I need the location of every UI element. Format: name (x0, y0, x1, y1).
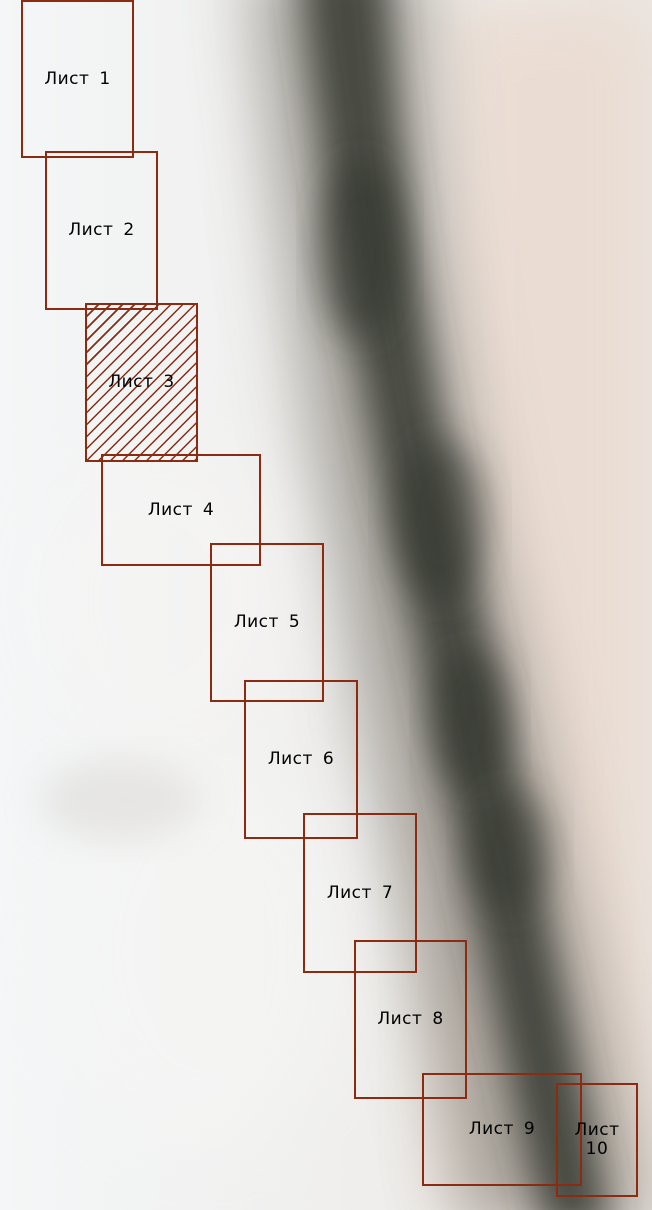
sheet-label: Лист 2 (68, 221, 134, 240)
sheet-1[interactable]: Лист 1 (21, 0, 134, 158)
sheet-2[interactable]: Лист 2 (45, 151, 158, 310)
sheet-5[interactable]: Лист 5 (210, 543, 324, 702)
sheet-label: Лист 6 (268, 750, 334, 769)
sheet-10[interactable]: Лист 10 (556, 1083, 638, 1197)
sheet-label: Лист 1 (44, 70, 110, 89)
sheet-label: Лист 3 (108, 373, 174, 392)
sheet-label: Лист 5 (234, 613, 300, 632)
sheet-label: Лист 8 (377, 1010, 443, 1029)
sheet-label: Лист 10 (567, 1121, 627, 1159)
sheet-label: Лист 7 (327, 884, 393, 903)
sheet-3-selected[interactable]: Лист 3 (85, 303, 198, 462)
sheet-label: Лист 4 (148, 501, 214, 520)
sheet-label: Лист 9 (469, 1120, 535, 1139)
